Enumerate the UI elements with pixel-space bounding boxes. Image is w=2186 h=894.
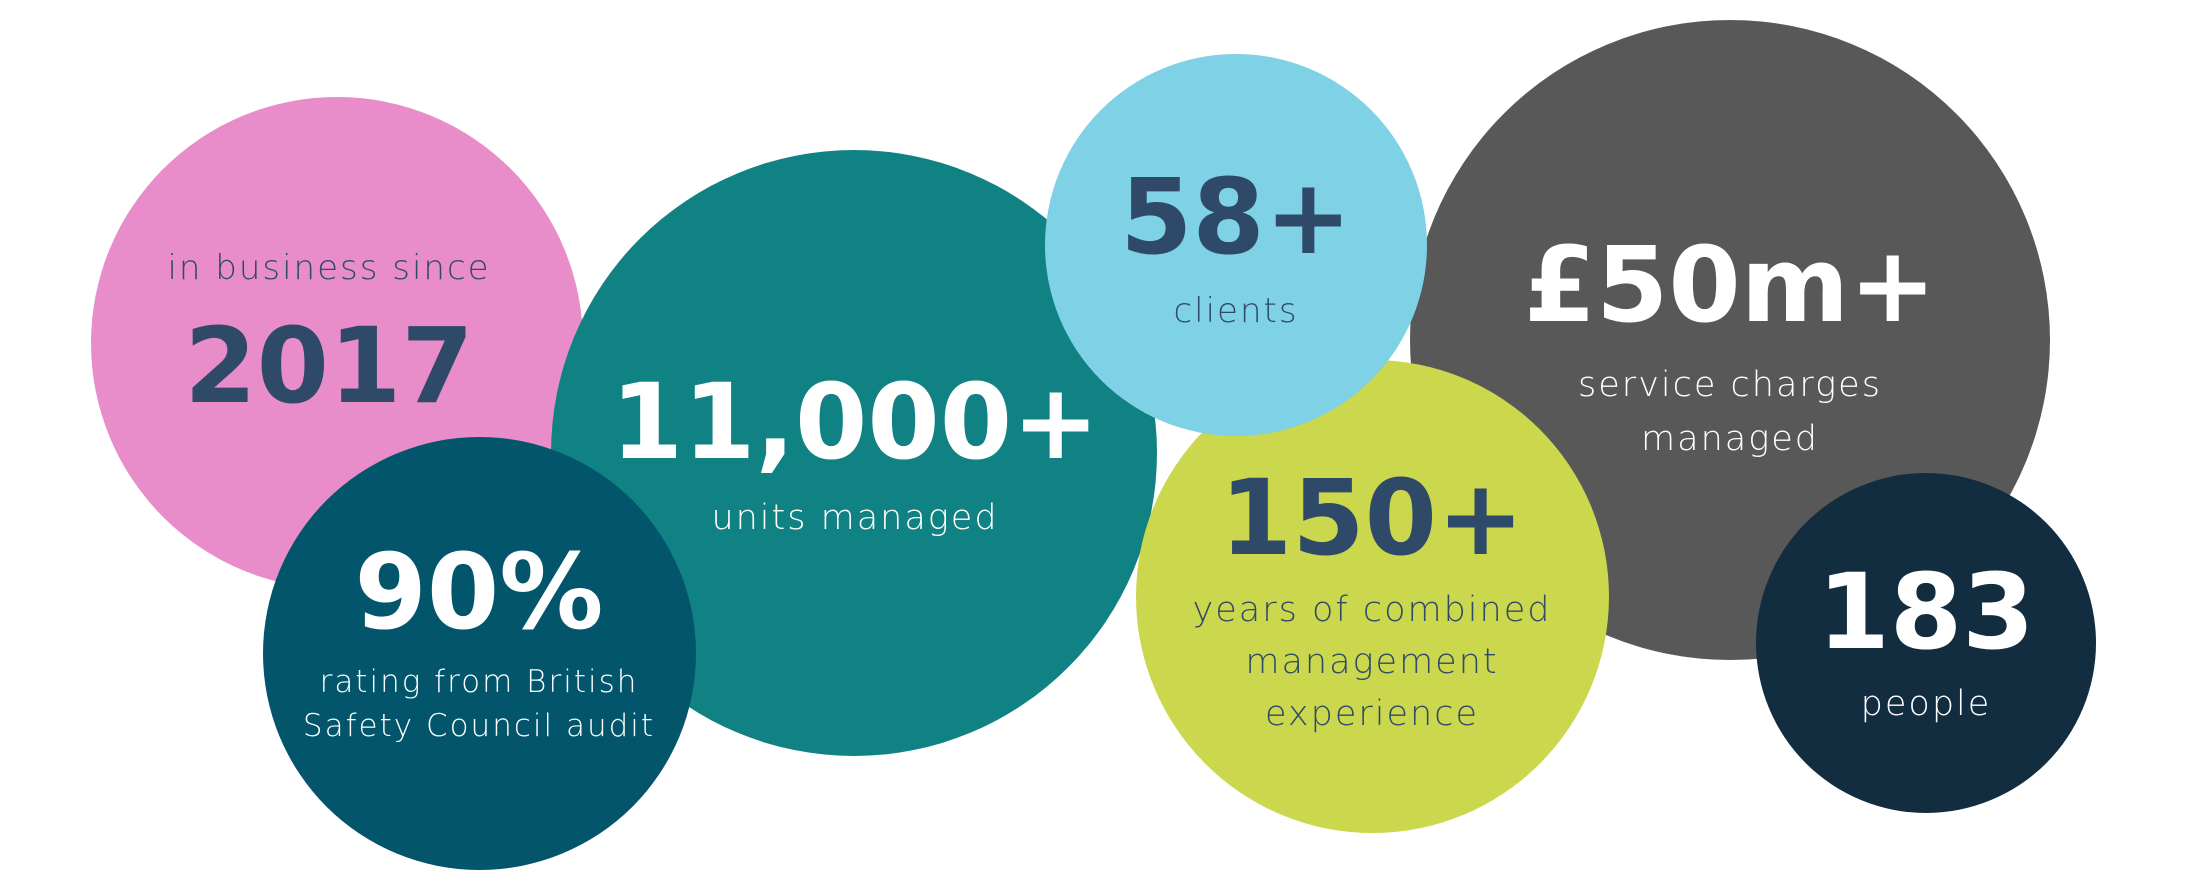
- stat-units-managed: 11,000+ units managed: [611, 370, 1099, 538]
- service-charges-value: £50m+: [1523, 224, 1937, 346]
- clients-value: 58+: [1120, 156, 1352, 278]
- years-experience-value: 150+: [1219, 457, 1525, 579]
- service-charges-label-line2: managed: [1641, 419, 1819, 459]
- service-charges-label-line1: service charges: [1578, 365, 1882, 405]
- stat-people: 183 people: [1817, 560, 2034, 724]
- safety-rating-value: 90%: [354, 531, 604, 653]
- navy-bubble: [1756, 473, 2096, 813]
- clients-label: clients: [1173, 291, 1299, 331]
- stat-safety-rating: 90% rating from British Safety Council a…: [303, 540, 655, 744]
- years-experience-label-line1: years of combined: [1192, 590, 1552, 630]
- units-managed-value: 11,000+: [610, 361, 1100, 483]
- stat-years-experience: 150+ years of combined management experi…: [1193, 466, 1552, 734]
- safety-rating-label-line2: Safety Council audit: [302, 708, 656, 744]
- stat-service-charges: £50m+ service charges managed: [1524, 233, 1937, 459]
- units-managed-label: units managed: [711, 498, 999, 538]
- in-business-since-value: 2017: [184, 305, 474, 427]
- dark-teal-bubble: [263, 437, 696, 870]
- stat-in-business-since: in business since 2017: [167, 248, 490, 418]
- people-label: people: [1860, 684, 1992, 724]
- years-experience-label-line2: management: [1245, 642, 1499, 682]
- lime-bubble: [1136, 360, 1609, 833]
- light-blue-bubble: [1045, 54, 1427, 436]
- people-value: 183: [1817, 551, 2035, 673]
- years-experience-label-line3: experience: [1265, 694, 1479, 734]
- in-business-since-label: in business since: [167, 248, 491, 288]
- stat-clients: 58+ clients: [1120, 165, 1352, 331]
- safety-rating-label-line1: rating from British: [319, 664, 639, 700]
